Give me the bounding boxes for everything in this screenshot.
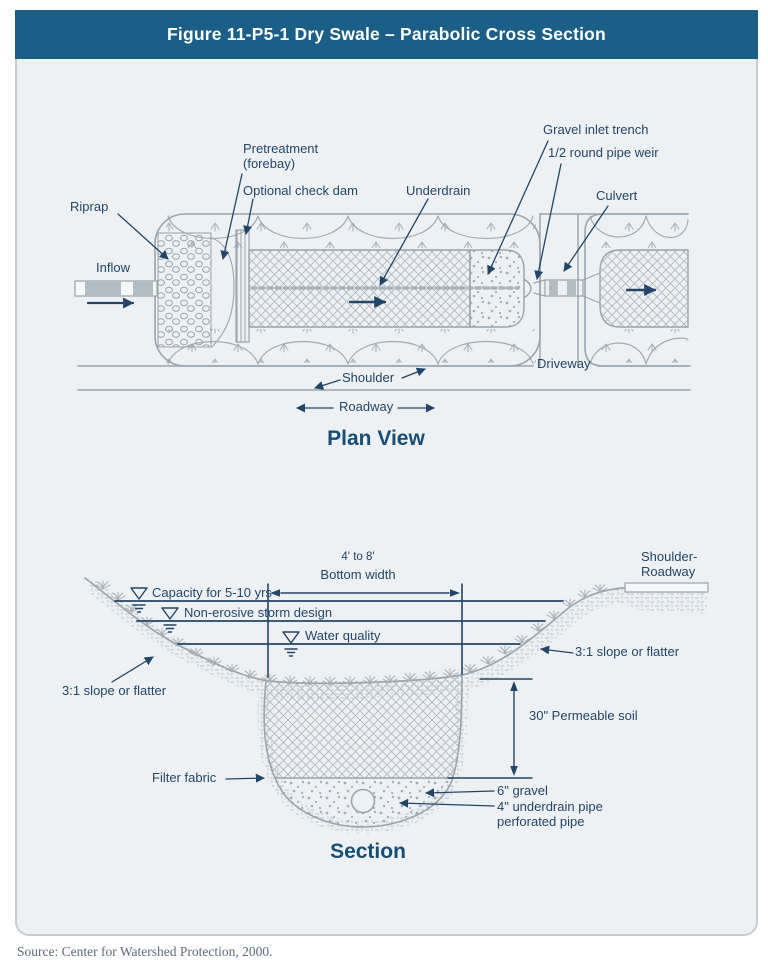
label-gravel: 6" gravel [497,783,548,798]
driveway-lines [539,213,579,367]
inflow-pipe [74,280,158,297]
label-shoulder-roadway-2: Roadway [641,564,696,579]
label-non-erosive: Non-erosive storm design [184,605,333,620]
label-underdrain-pipe-1: 4" underdrain pipe [497,799,603,814]
label-roadway: Roadway [339,399,394,414]
figure-title-bar: Figure 11-P5-1 Dry Swale – Parabolic Cro… [15,10,758,59]
plan-view-drawing [74,140,691,413]
water-level-lines [114,600,564,645]
culvert-pipe [544,279,584,297]
label-underdrain-pipe-2: perforated pipe [497,814,585,829]
shoulder-roadway-pavement [624,582,709,593]
label-pretreatment: Pretreatment [243,141,319,156]
figure-title: Figure 11-P5-1 Dry Swale – Parabolic Cro… [167,24,606,44]
label-driveway: Driveway [537,356,591,371]
water-symbol-storm [161,607,179,633]
plan-view-heading: Plan View [327,427,425,450]
ground-surface [84,577,628,685]
label-half-round-pipe-weir: 1/2 round pipe weir [548,145,659,160]
pipe-weir [523,278,532,299]
underdrain-pipe-circle [350,788,376,814]
label-capacity: Capacity for 5-10 yrs [152,585,272,600]
label-inflow: Inflow [96,260,130,275]
section-heading: Section [330,840,406,863]
label-water-quality: Water quality [305,628,381,643]
label-underdrain: Underdrain [406,183,471,198]
label-culvert: Culvert [596,188,638,203]
label-slope-right: 3:1 slope or flatter [575,644,680,659]
label-filter-fabric: Filter fabric [152,770,217,785]
label-optional-check-dam: Optional check dam [243,183,358,198]
riprap-area [157,232,212,348]
label-riprap: Riprap [70,199,109,214]
label-slope-left: 3:1 slope or flatter [62,683,167,698]
label-bottom-width-range: 4' to 8' [341,551,375,563]
source-note: Source: Center for Watershed Protection,… [17,944,273,959]
label-bottom-width: Bottom width [320,567,396,582]
label-shoulder: Shoulder [342,370,395,385]
label-permeable-soil: 30" Permeable soil [529,708,638,723]
check-dam [235,229,250,343]
label-gravel-inlet-trench: Gravel inlet trench [543,122,649,137]
dimension-arrowheads [270,589,518,776]
section-drawing [84,577,709,834]
label-shoulder-roadway-1: Shoulder- [641,549,698,564]
label-forebay: (forebay) [243,156,296,171]
